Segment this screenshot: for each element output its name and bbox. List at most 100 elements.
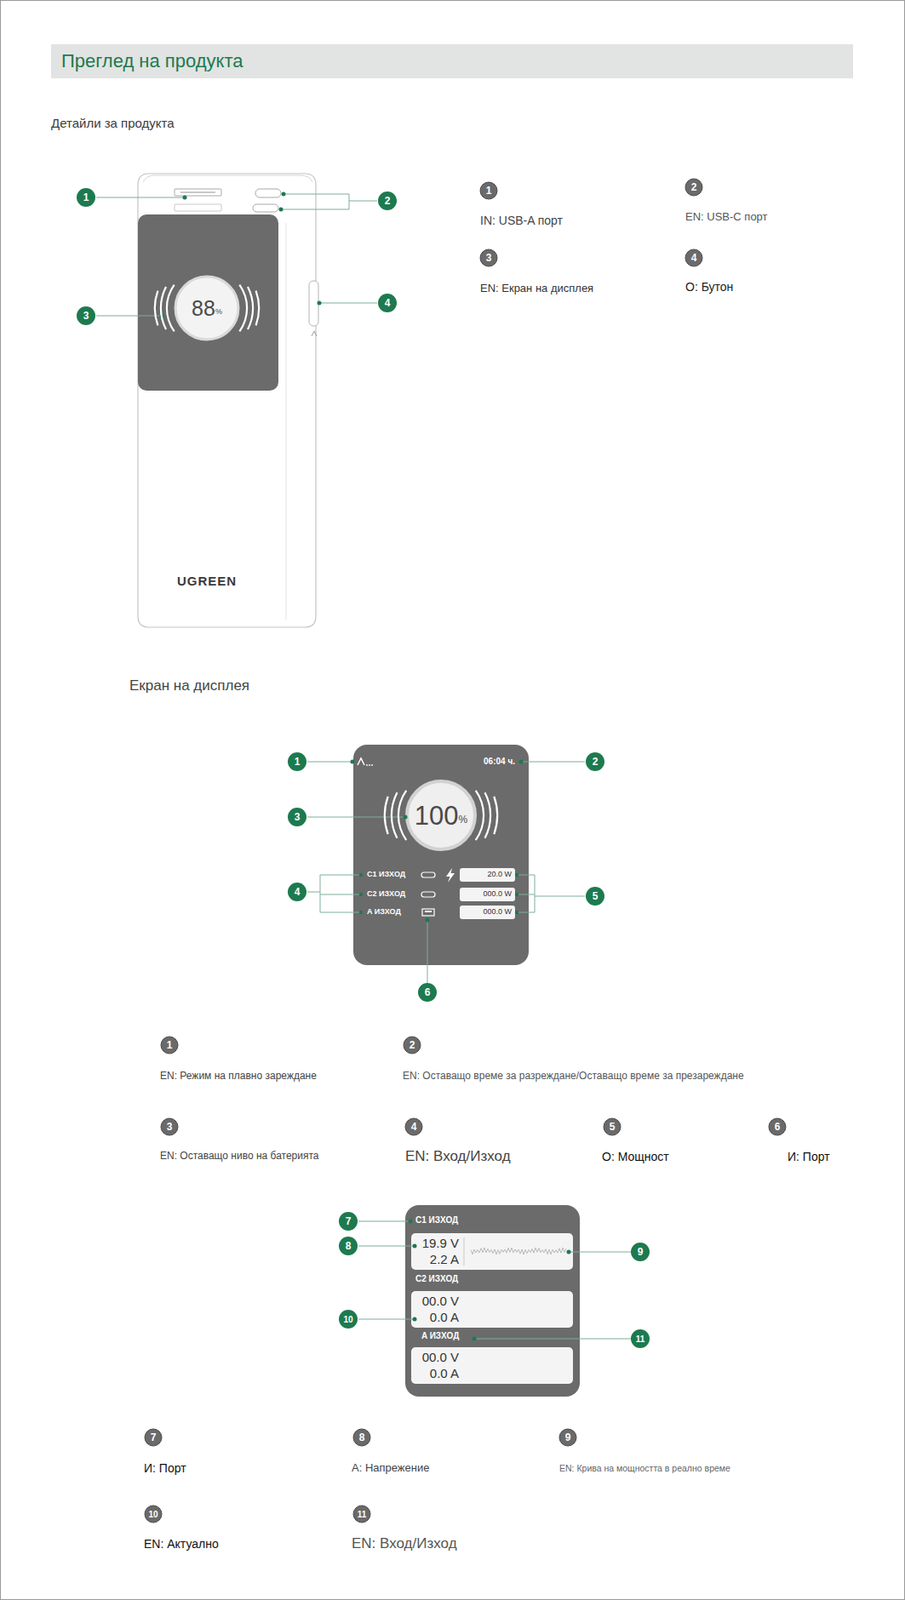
callout-circle bbox=[144, 1429, 162, 1447]
illustration-part bbox=[252, 204, 279, 212]
callout-circle bbox=[403, 1036, 421, 1054]
illustration-part bbox=[175, 276, 239, 340]
callout-circle bbox=[144, 1506, 162, 1524]
callout-circle bbox=[378, 293, 397, 313]
illustration-part bbox=[446, 868, 455, 883]
illustration-part bbox=[279, 207, 284, 212]
display-screen-1 bbox=[353, 744, 529, 966]
illustration-part bbox=[412, 1317, 418, 1323]
section-heading: Детайли за продукта bbox=[51, 115, 175, 131]
signal-arc bbox=[397, 790, 407, 841]
callout-number: 6 bbox=[418, 983, 437, 1003]
callout-circle bbox=[685, 178, 703, 196]
illustration-part bbox=[255, 189, 281, 198]
callout-circle bbox=[603, 1118, 621, 1136]
illustration-part bbox=[286, 223, 287, 620]
illustration-part bbox=[311, 331, 317, 337]
callout-text: EN: Вход/Изход bbox=[351, 1535, 458, 1553]
illustration-part bbox=[143, 175, 313, 183]
illustration-part bbox=[307, 761, 353, 763]
current-value: 0.0 A bbox=[412, 1366, 459, 1381]
callout-text: EN: Актуално bbox=[143, 1537, 219, 1552]
illustration-part bbox=[422, 909, 435, 917]
signal-arc bbox=[166, 284, 176, 333]
callout-number: 5 bbox=[602, 1117, 622, 1137]
callout-circle bbox=[405, 1118, 423, 1136]
callout-circle bbox=[160, 1118, 178, 1136]
port-label: C1 ИЗХОД bbox=[366, 870, 406, 879]
illustration-part bbox=[515, 910, 519, 915]
illustration-part bbox=[463, 1237, 465, 1266]
callout-circle bbox=[287, 752, 307, 772]
illustration-part bbox=[405, 1205, 580, 1398]
signal-arc bbox=[160, 286, 167, 331]
callout-circle bbox=[378, 191, 397, 211]
illustration-part bbox=[403, 815, 408, 820]
port-label: C2 ИЗХОД bbox=[415, 1274, 459, 1285]
power-value: 000.0 W bbox=[460, 907, 512, 917]
callout-number: 7 bbox=[143, 1428, 163, 1448]
callout-number: 3 bbox=[479, 248, 499, 268]
illustration-part bbox=[137, 214, 279, 391]
callout-number: 2 bbox=[684, 177, 704, 197]
callout-circle bbox=[630, 1242, 650, 1262]
signal-arc bbox=[246, 286, 254, 331]
power-value: 000.0 W bbox=[460, 889, 512, 899]
power-bank bbox=[137, 173, 319, 628]
illustration-part bbox=[358, 1246, 415, 1248]
illustration-part bbox=[319, 303, 378, 304]
title-band bbox=[51, 44, 854, 79]
callout-text: И: Порт bbox=[143, 1461, 187, 1476]
port-label: C1 ИЗХОД bbox=[415, 1215, 459, 1226]
callout-number: 9 bbox=[630, 1242, 650, 1262]
illustration-part bbox=[307, 817, 406, 819]
illustration-part bbox=[154, 284, 499, 842]
port-label: C2 ИЗХОД bbox=[366, 889, 406, 899]
current-value: 2.2 A bbox=[412, 1252, 459, 1267]
illustration-part bbox=[309, 280, 319, 327]
signal-arc bbox=[255, 290, 261, 326]
illustration-part bbox=[459, 887, 516, 902]
illustration-part bbox=[371, 764, 373, 767]
illustration-part bbox=[521, 761, 585, 763]
callout-circle bbox=[338, 1237, 358, 1256]
callout-number: 11 bbox=[352, 1505, 372, 1524]
callout-circle bbox=[287, 882, 307, 902]
illustration-part bbox=[424, 910, 432, 913]
current-value: 0.0 A bbox=[412, 1310, 459, 1325]
illustration-part bbox=[183, 195, 188, 201]
power-curve bbox=[470, 1248, 567, 1255]
callout-number: 8 bbox=[338, 1237, 358, 1256]
illustration-part bbox=[353, 744, 529, 966]
signal-arc bbox=[492, 796, 499, 836]
illustration-part bbox=[515, 873, 519, 877]
signal-arc bbox=[475, 790, 485, 841]
reading-box: 00.0 V0.0 A bbox=[411, 1291, 573, 1329]
callout-number: 1 bbox=[160, 1036, 179, 1055]
illustration-part bbox=[421, 892, 436, 898]
illustration-part bbox=[412, 1244, 418, 1249]
brand-text: UGREEN bbox=[177, 573, 237, 589]
power-value: 20.0 W bbox=[460, 870, 512, 879]
callout-number: 6 bbox=[767, 1117, 787, 1137]
callout-circle bbox=[480, 182, 498, 200]
illustration-part bbox=[515, 893, 519, 897]
power-box: 000.0 W bbox=[459, 905, 516, 920]
illustration-part bbox=[317, 301, 322, 306]
illustration-part bbox=[357, 758, 365, 766]
illustration-part bbox=[411, 1291, 573, 1329]
callout-number: 9 bbox=[558, 1428, 578, 1448]
illustration-part bbox=[408, 1220, 413, 1225]
time-text: 06:04 ч. bbox=[446, 756, 516, 768]
callout-circle bbox=[76, 306, 96, 326]
illustration-part bbox=[459, 868, 516, 883]
callout-number: 2 bbox=[585, 752, 605, 772]
callout-text: И: Порт bbox=[787, 1150, 831, 1164]
illustration-part bbox=[427, 920, 429, 984]
illustration-part bbox=[470, 1248, 567, 1255]
illustration-part bbox=[281, 192, 287, 197]
callout-number: 3 bbox=[287, 807, 307, 827]
display-screen-2 bbox=[405, 1205, 580, 1398]
display-screen: C1 ИЗХОДC2 ИЗХОДA ИЗХОД19.9 V2.2 A00.0 V… bbox=[405, 1205, 580, 1398]
page-title: Преглед на продукта bbox=[61, 50, 244, 72]
